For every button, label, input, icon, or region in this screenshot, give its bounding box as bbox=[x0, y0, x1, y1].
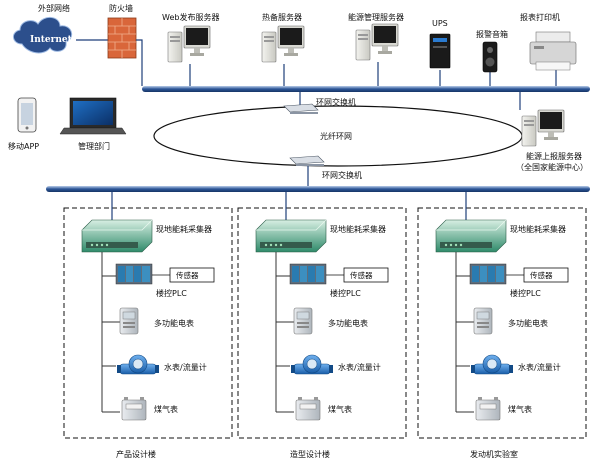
site-name-label: 造型设计楼 bbox=[290, 449, 330, 459]
collector-label: 现地能耗采集器 bbox=[156, 224, 212, 234]
upper-ring-switch-icon bbox=[283, 103, 319, 114]
field-collector-icon bbox=[255, 219, 327, 253]
energy-server-icon bbox=[355, 23, 399, 61]
water-meter-label: 水表/流量计 bbox=[164, 362, 207, 372]
power-meter-icon bbox=[473, 307, 493, 335]
fiber-ring-label: 光纤环网 bbox=[320, 131, 352, 141]
site-panel-border bbox=[417, 207, 587, 439]
web-server-icon bbox=[167, 25, 211, 63]
lower-ring-switch-icon bbox=[289, 155, 325, 166]
top-network-bus bbox=[142, 86, 590, 92]
gas-meter-label: 煤气表 bbox=[328, 404, 352, 414]
power-meter-label: 多功能电表 bbox=[508, 318, 548, 328]
gas-meter-icon bbox=[121, 396, 147, 421]
power-meter-icon bbox=[293, 307, 313, 335]
gas-meter-label: 煤气表 bbox=[154, 404, 178, 414]
power-meter-label: 多功能电表 bbox=[328, 318, 368, 328]
gas-meter-icon bbox=[475, 396, 501, 421]
energy-server-label: 能源管理服务器 bbox=[348, 12, 404, 22]
ups-icon bbox=[429, 33, 451, 69]
report-printer-label: 报表打印机 bbox=[520, 12, 560, 22]
speaker-icon bbox=[482, 41, 498, 73]
internet-cloud-icon bbox=[13, 17, 73, 54]
field-collector-icon bbox=[81, 219, 153, 253]
web-server-label: Web发布服务器 bbox=[162, 12, 219, 22]
internet-label: Internet bbox=[30, 35, 73, 45]
water-meter-icon bbox=[290, 354, 334, 375]
power-meter-label: 多功能电表 bbox=[154, 318, 194, 328]
upper-ring-switch-label: 环网交换机 bbox=[316, 97, 356, 107]
collector-label: 现地能耗采集器 bbox=[330, 224, 386, 234]
gas-meter-icon bbox=[295, 396, 321, 421]
sensor-label: 传感器 bbox=[350, 270, 373, 280]
standby-server-icon bbox=[261, 25, 305, 63]
alarm-speaker-label: 报警音箱 bbox=[476, 29, 508, 39]
upload-server-sublabel: （全国家能源中心） bbox=[516, 162, 588, 172]
upload-server-label: 能源上报服务器 bbox=[526, 151, 582, 161]
management-dept-label: 管理部门 bbox=[78, 141, 110, 151]
external-network-label: 外部网络 bbox=[38, 3, 70, 13]
water-meter-label: 水表/流量计 bbox=[518, 362, 561, 372]
water-meter-icon bbox=[116, 354, 160, 375]
top-bus-drops bbox=[141, 55, 557, 86]
site-panels: 现地能耗采集器传感器楼控PLC多功能电表水表/流量计煤气表产品设计楼现地能耗采集… bbox=[63, 192, 587, 459]
firewall-bus-link bbox=[136, 39, 143, 55]
plc-label: 楼控PLC bbox=[330, 288, 361, 298]
firewall-label: 防火墙 bbox=[109, 3, 133, 13]
bottom-network-bus bbox=[46, 186, 590, 192]
site-name-label: 发动机实验室 bbox=[470, 449, 518, 459]
plc-icon bbox=[289, 263, 327, 285]
plc-icon bbox=[115, 263, 153, 285]
field-collector-icon bbox=[435, 219, 507, 253]
collector-label: 现地能耗采集器 bbox=[510, 224, 566, 234]
plc-label: 楼控PLC bbox=[156, 288, 187, 298]
water-meter-label: 水表/流量计 bbox=[338, 362, 381, 372]
plc-icon bbox=[469, 263, 507, 285]
laptop-icon bbox=[59, 97, 127, 135]
upload-server-icon bbox=[521, 109, 565, 147]
site-name-label: 产品设计楼 bbox=[116, 449, 156, 459]
firewall-icon bbox=[107, 17, 137, 59]
sensor-label: 传感器 bbox=[530, 270, 553, 280]
water-meter-icon bbox=[470, 354, 514, 375]
power-meter-icon bbox=[119, 307, 139, 335]
sensor-label: 传感器 bbox=[176, 270, 199, 280]
standby-server-label: 热备服务器 bbox=[262, 12, 302, 22]
site-panel-border bbox=[63, 207, 233, 439]
gas-meter-label: 煤气表 bbox=[508, 404, 532, 414]
lower-ring-switch-label: 环网交换机 bbox=[322, 170, 362, 180]
mobile-app-label: 移动APP bbox=[8, 141, 39, 151]
site-panel-border bbox=[237, 207, 407, 439]
printer-icon bbox=[529, 31, 577, 71]
ups-label: UPS bbox=[432, 19, 448, 28]
plc-label: 楼控PLC bbox=[510, 288, 541, 298]
mobile-phone-icon bbox=[17, 97, 37, 133]
